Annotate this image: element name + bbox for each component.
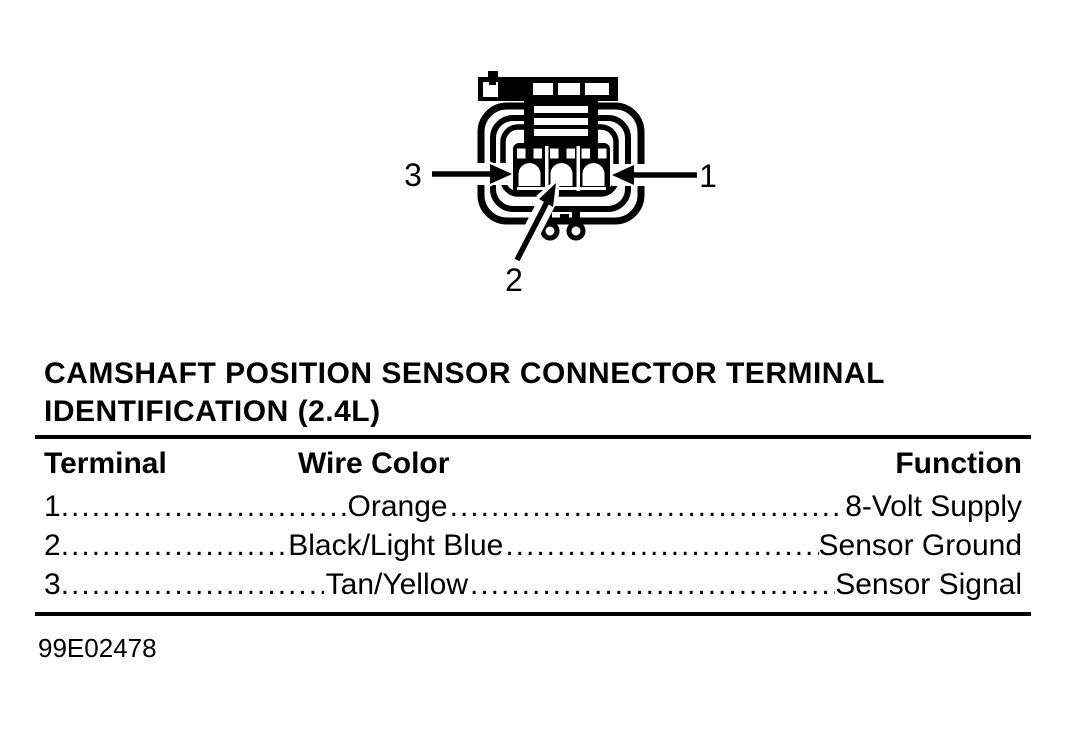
dot-leader: ........................................… (469, 568, 836, 601)
table-row: 1 ......................................… (44, 490, 1022, 529)
table-header-row: Terminal Wire Color Function (44, 447, 1022, 481)
function-value: Sensor Signal (835, 568, 1022, 601)
column-header-terminal: Terminal (44, 447, 167, 480)
figure-code: 99E02478 (38, 633, 157, 663)
column-header-function: Function (895, 447, 1022, 480)
dot-leader: ........................................… (449, 490, 846, 523)
terminal-1-label: 1 (699, 158, 717, 194)
wire-color-value: Black/Light Blue (288, 529, 504, 562)
function-value: Sensor Ground (818, 529, 1022, 562)
wire-color-value: Orange (347, 490, 448, 523)
terminal-3-label: 3 (404, 157, 422, 193)
terminal-2-label: 2 (505, 262, 523, 298)
terminal-number: 3 (44, 568, 61, 601)
terminal-block (513, 143, 610, 195)
connector-latch (478, 71, 618, 101)
terminal-number: 1 (44, 490, 61, 523)
section-title-line1: CAMSHAFT POSITION SENSOR CONNECTOR TERMI… (44, 357, 885, 390)
function-value: 8-Volt Supply (845, 490, 1022, 523)
table-bottom-rule (35, 612, 1031, 616)
table-row: 3 ......................................… (44, 568, 1022, 607)
terminal-cavity-3 (517, 148, 542, 186)
terminal-cavity-1 (581, 148, 607, 186)
connector-drawing: 3 1 2 (404, 71, 717, 298)
dot-leader: ........................................… (60, 529, 287, 562)
terminal-2-arrow (509, 176, 560, 265)
table-row: 2 ......................................… (44, 529, 1022, 568)
terminal-table: 1 ......................................… (44, 490, 1022, 607)
section-title-line2: IDENTIFICATION (2.4L) (44, 395, 381, 428)
column-header-wire-color: Wire Color (298, 447, 450, 480)
connector-diagram: 3 1 2 (404, 71, 717, 298)
table-top-rule (35, 435, 1031, 439)
dot-leader: ........................................… (60, 490, 346, 523)
section-title: CAMSHAFT POSITION SENSOR CONNECTOR TERMI… (44, 355, 1004, 431)
wire-color-value: Tan/Yellow (325, 568, 468, 601)
dot-leader: ........................................… (60, 568, 324, 601)
terminal-3-arrow (432, 160, 516, 188)
terminal-number: 2 (44, 529, 61, 562)
dot-leader: ........................................… (505, 529, 818, 562)
connector-lock-rib (524, 99, 598, 145)
terminal-1-arrow (608, 161, 697, 189)
